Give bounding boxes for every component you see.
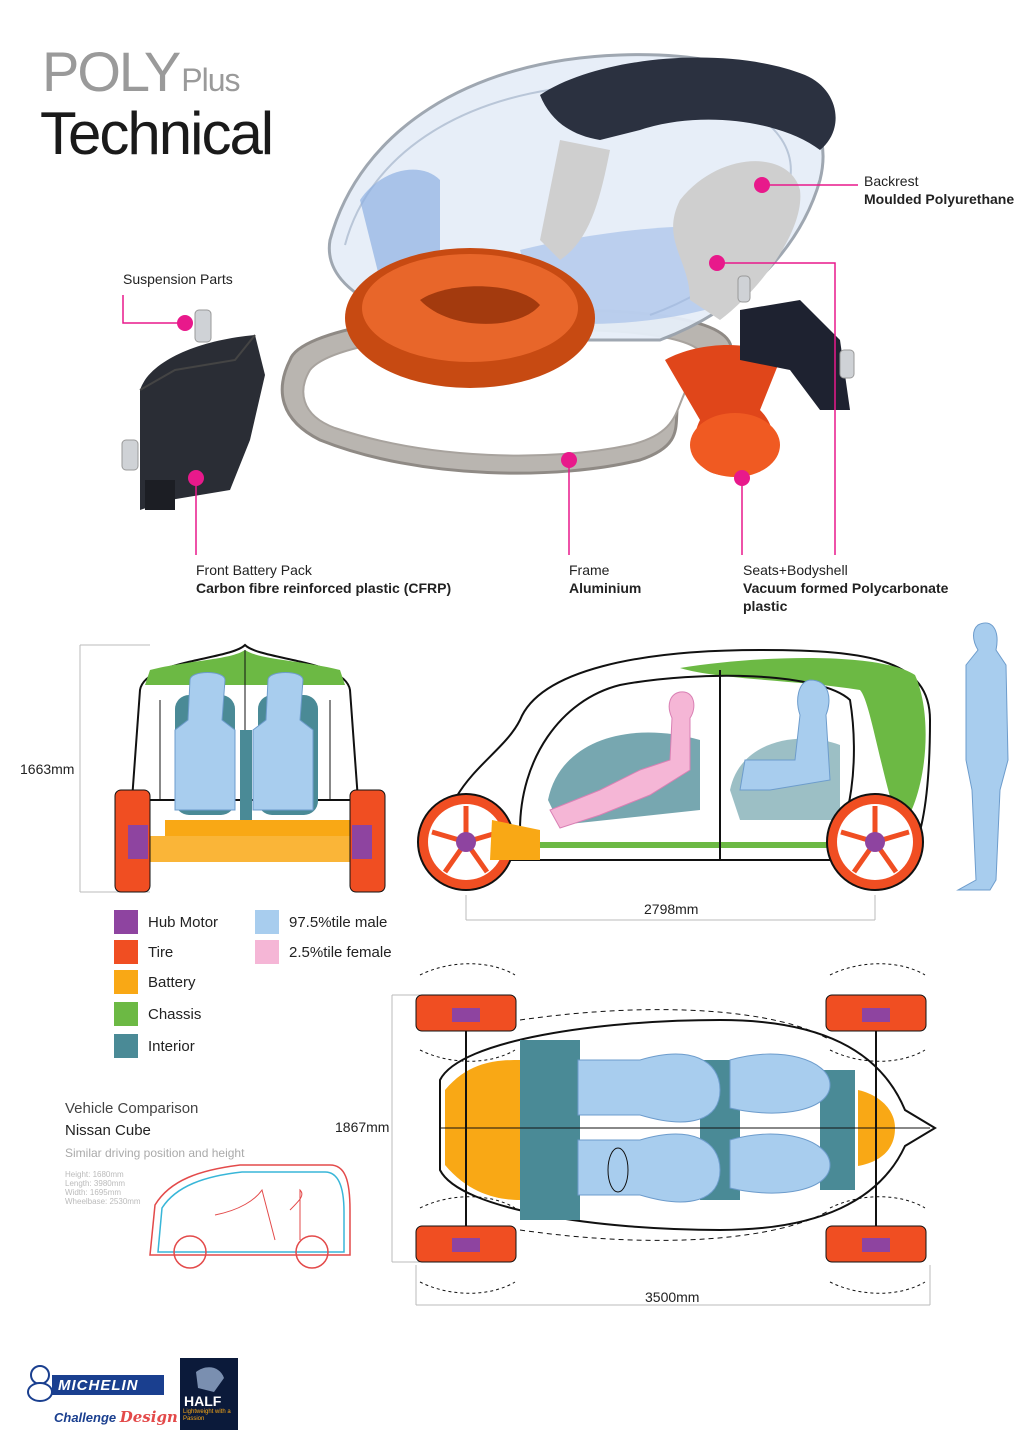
legend-swatch — [114, 940, 138, 964]
rollbar-part — [540, 57, 836, 150]
label-suspension: Suspension Parts — [123, 271, 233, 287]
half-logo: HALF — [184, 1393, 222, 1409]
legend-item: Tire — [114, 940, 218, 964]
michelin-logo-graphic — [27, 1365, 164, 1402]
challenge-logo: Challenge Design — [54, 1408, 178, 1426]
dimension-wheelbase: 2798mm — [644, 901, 699, 917]
legend-item: 2.5%tile female — [255, 940, 392, 964]
nissan-cube-sketch — [149, 1164, 351, 1269]
battery-pack-part — [140, 335, 265, 510]
legend-item: Interior — [114, 1034, 218, 1058]
top-view — [391, 963, 937, 1306]
legend-swatch — [114, 970, 138, 994]
legend-item: 97.5%tile male — [255, 910, 392, 934]
legend-item: Hub Motor — [114, 910, 218, 934]
comparison-subtitle: Similar driving position and height — [65, 1146, 245, 1160]
backrest-part — [673, 161, 801, 320]
legend-swatch — [114, 910, 138, 934]
michelin-logo: MICHELIN — [58, 1377, 139, 1394]
front-view — [79, 643, 386, 893]
page-subtitle: Technical — [40, 100, 274, 167]
legend-swatch — [255, 910, 279, 934]
dimension-width: 1867mm — [335, 1119, 390, 1135]
legend-item: Battery — [114, 970, 218, 994]
side-view — [417, 648, 932, 921]
comparison-name: Nissan Cube — [65, 1122, 151, 1139]
legend-swatch — [114, 1002, 138, 1026]
legend-swatch — [114, 1034, 138, 1058]
comparison-title: Vehicle Comparison — [65, 1100, 199, 1117]
dimension-length: 3500mm — [645, 1289, 700, 1305]
human-figure — [956, 622, 1009, 891]
half-tagline: Lightweight with a Passion — [183, 1409, 231, 1422]
legend-left: Hub Motor Tire Battery Chassis Interior — [114, 910, 218, 1058]
legend-swatch — [255, 940, 279, 964]
comparison-specs: Height: 1680mm Length: 3980mm Width: 169… — [65, 1170, 141, 1206]
page-title: POLYPlus — [42, 40, 241, 103]
legend-item: Chassis — [114, 1002, 218, 1026]
dimension-height: 1663mm — [20, 761, 75, 777]
legend-right: 97.5%tile male 2.5%tile female — [255, 910, 392, 964]
